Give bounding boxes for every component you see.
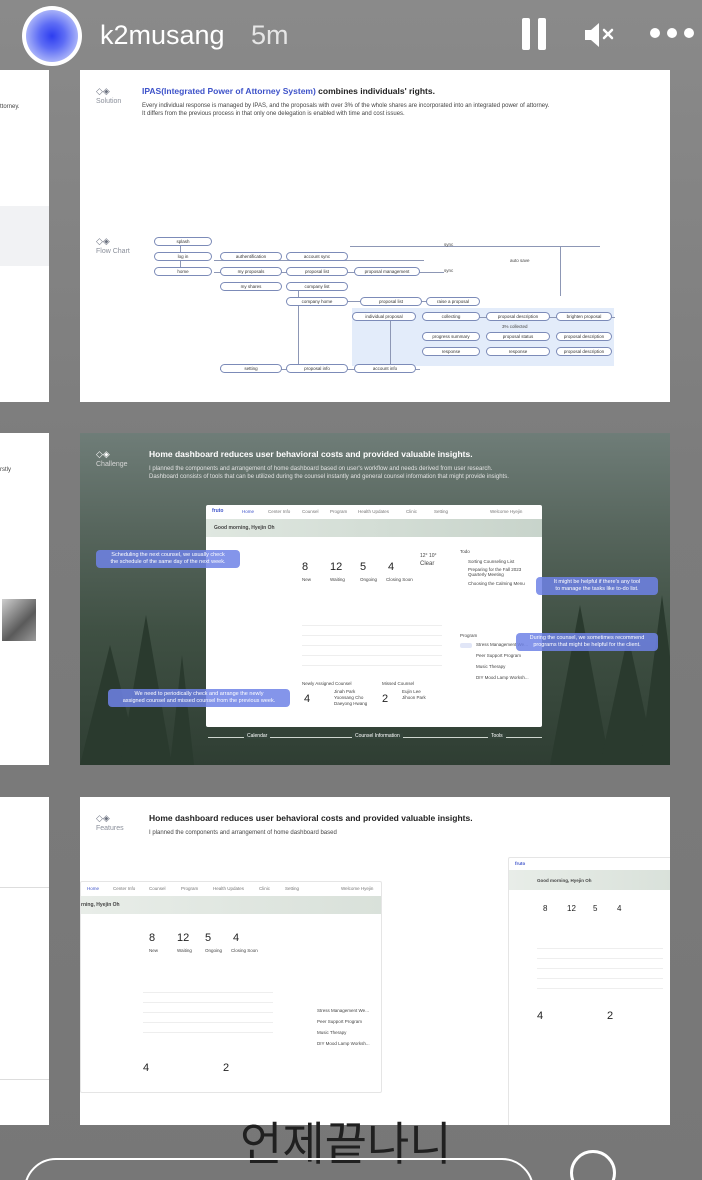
left-fragment-text: ttorney. <box>0 104 20 110</box>
flow-node-raise-proposal: raise a proposal <box>426 297 480 306</box>
flow-label-collected: 3% collected <box>502 324 528 329</box>
flow-node-progress: progress summary <box>422 332 480 341</box>
left-card-1: ttorney. <box>0 70 49 402</box>
flow-node-my-shares: my shares <box>220 282 282 291</box>
dashboard-nav: fruto Home Center Info Counsel Program H… <box>206 505 542 520</box>
flow-node-response: response <box>422 347 480 356</box>
section-icon: ◇◈ <box>96 449 110 459</box>
flow-node-individual-proposal: individual proposal <box>352 312 416 321</box>
flow-node-brighten: brighten proposal <box>556 312 612 321</box>
avatar[interactable] <box>22 6 82 66</box>
flow-label-sync-2: sync <box>444 268 454 273</box>
section-label: Challenge <box>96 461 128 468</box>
flow-node-account-info: account info <box>354 364 416 373</box>
reply-input[interactable] <box>24 1158 534 1180</box>
section-label: Flow Chart <box>96 248 130 255</box>
thumbnail-image <box>2 599 36 641</box>
callout-schedule: Scheduling the next counsel, we usually … <box>96 550 240 568</box>
section-label: Solution <box>96 98 122 105</box>
flow-node-proposal-status: proposal status <box>486 332 550 341</box>
slide-title: Home dashboard reduces user behavioral c… <box>149 813 473 823</box>
slide-solution[interactable]: ◇◈ Solution IPAS(Integrated Power of Att… <box>80 70 670 402</box>
flow-node-company-home: company home <box>286 297 348 306</box>
label-counsel-info: Counsel Information <box>352 733 403 739</box>
slide-features[interactable]: ◇◈ Features Home dashboard reduces user … <box>80 797 670 1125</box>
left-fragment-text: rstly <box>0 467 11 473</box>
more-icon[interactable] <box>650 24 694 40</box>
flow-label-sync: sync <box>444 242 454 247</box>
dashboard-mockup-wide: Home Center Info Counsel Program Health … <box>80 881 382 1093</box>
flow-node-proposal-description-2: proposal description <box>556 332 612 341</box>
post-time: 5m <box>251 20 289 50</box>
section-label: Features <box>96 825 124 832</box>
dashboard-mockup-narrow: fruto Good morning, Hyejin Oh 8 12 5 4 4… <box>508 857 670 1125</box>
story-caption: 언제끝나니 <box>240 1118 452 1170</box>
section-icon: ◇◈ <box>96 813 110 823</box>
callout-assigned: We need to periodically check and arrang… <box>108 689 290 707</box>
flow-node-auth: authentification <box>220 252 282 261</box>
flow-node-home: home <box>154 267 212 276</box>
flow-node-proposal-list: proposal list <box>286 267 348 276</box>
pause-icon[interactable] <box>522 18 548 50</box>
flow-node-my-proposals: my proposals <box>220 267 282 276</box>
story-header: k2musang 5m <box>0 0 702 70</box>
flow-node-proposal-management: proposal management <box>354 267 420 276</box>
slide-description: I planned the components and arrangement… <box>149 466 509 480</box>
flow-node-account-sync: account sync <box>286 252 348 261</box>
left-card-2: rstly <box>0 433 49 765</box>
label-calendar: Calendar <box>244 733 271 739</box>
slide-title: IPAS(Integrated Power of Attorney System… <box>142 86 435 96</box>
flow-node-login: log in <box>154 252 212 261</box>
flow-node-proposal-description: proposal description <box>486 312 550 321</box>
flow-node-splash: splash <box>154 237 212 246</box>
heart-icon[interactable] <box>570 1150 616 1180</box>
flow-node-collecting: collecting <box>422 312 480 321</box>
section-icon: ◇◈ <box>96 86 110 96</box>
flow-label-auto-save: auto save <box>510 258 530 263</box>
flow-node-response-2: response <box>486 347 550 356</box>
section-icon: ◇◈ <box>96 236 110 246</box>
callout-programs: During the counsel, we sometimes recomme… <box>516 633 658 651</box>
left-card-3 <box>0 797 49 1125</box>
dashboard-greeting: Good morning, Hyejin Oh <box>214 525 275 531</box>
slide-description: I planned the components and arrangement… <box>149 830 337 836</box>
username[interactable]: k2musang <box>100 20 225 50</box>
flow-node-proposal-description-3: proposal description <box>556 347 612 356</box>
flow-node-setting: setting <box>220 364 282 373</box>
label-tools: Tools <box>488 733 506 739</box>
flow-node-proposal-info: proposal info <box>286 364 348 373</box>
flow-node-company-list: company list <box>286 282 348 291</box>
mute-icon[interactable] <box>582 18 618 52</box>
slide-title: Home dashboard reduces user behavioral c… <box>149 449 473 459</box>
slide-description: Every individual response is managed by … <box>142 103 550 117</box>
slide-challenge[interactable]: ◇◈ Challenge Home dashboard reduces user… <box>80 433 670 765</box>
flow-node-proposal-list-2: proposal list <box>360 297 422 306</box>
